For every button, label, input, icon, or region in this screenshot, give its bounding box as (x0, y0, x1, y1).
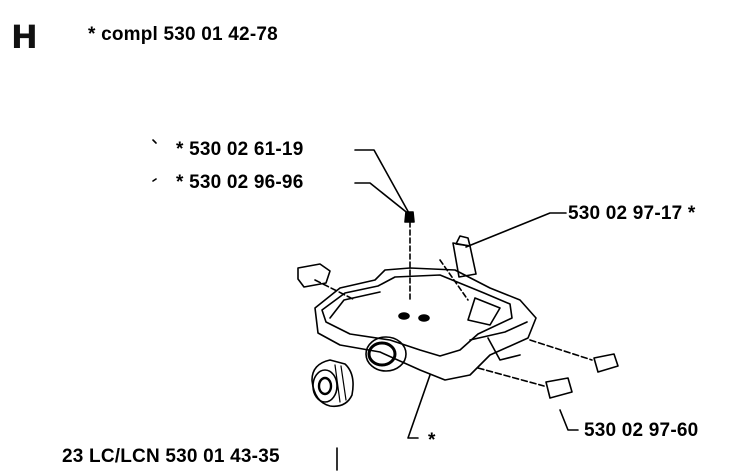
callout-part-e: 530 02 97-60 (584, 420, 699, 441)
callout-part-c: 530 02 97-17 * (568, 203, 696, 224)
tank-side-step (469, 321, 528, 341)
buffer-part-lower (545, 377, 573, 399)
tank-front-ridge (329, 291, 381, 319)
tank-neck-inner (367, 341, 397, 367)
leader-line-part-a (354, 149, 411, 216)
tick-mark (152, 139, 157, 144)
buffer-part-right (593, 353, 619, 373)
buffer-part-left (297, 263, 331, 288)
assembly-label: * compl 530 01 42-78 (88, 24, 278, 45)
section-letter: H (11, 18, 38, 56)
callout-part-a: * 530 02 61-19 (176, 139, 304, 160)
callout-part-d: * (428, 430, 436, 451)
callout-part-f: 23 LC/LCN 530 01 43-35 (62, 446, 280, 467)
filter-part-detail (455, 235, 471, 247)
tick-mark (152, 178, 157, 182)
leader-line-part-e (559, 409, 579, 431)
tank-side-ledge (487, 337, 521, 361)
tank-neck (365, 336, 407, 372)
tank-body (314, 267, 537, 381)
buffer-part-left-line (314, 279, 356, 301)
leader-line-part-b (354, 182, 411, 216)
tank-hole-2 (418, 314, 430, 322)
cap-knurl (334, 364, 347, 403)
leader-line-part-d (407, 374, 431, 439)
callout-part-b: * 530 02 96-96 (176, 172, 304, 193)
tank-cap-face (312, 369, 338, 403)
tank-cap-center (317, 376, 333, 396)
tank-inner-channel (467, 297, 501, 326)
buffer-part-right-line (529, 339, 593, 361)
leader-line-part-c (465, 212, 567, 248)
buffer-part-lower-line (477, 367, 545, 387)
tank-hole-1 (398, 312, 410, 320)
pin-part (404, 211, 415, 223)
filter-part (452, 242, 477, 278)
tank-body-rim (321, 274, 513, 357)
